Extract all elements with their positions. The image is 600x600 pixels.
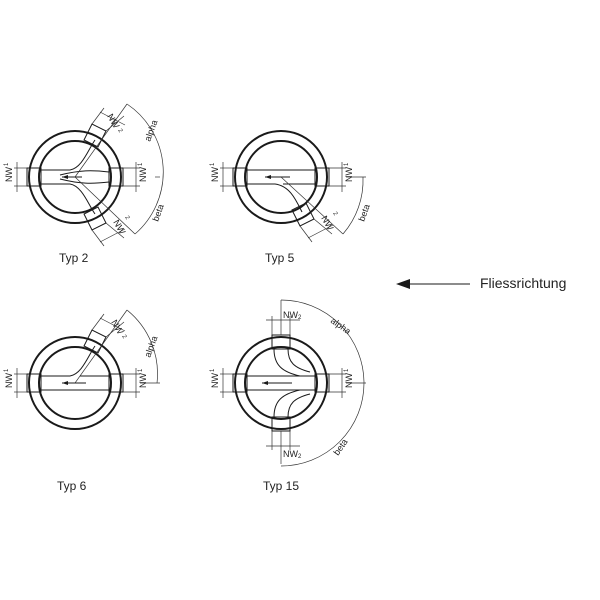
type-label-typ-2: Typ 2 — [59, 251, 89, 265]
nw2-top-label: NW — [283, 310, 298, 320]
nw2-sub: 2 — [331, 211, 338, 217]
nw1-left-sub: 1 — [4, 162, 10, 166]
nw1-left-label: NW — [210, 373, 220, 388]
nw1-left-label: NW — [4, 167, 14, 182]
nw2-label: NW — [319, 214, 335, 232]
arrow-left-icon — [396, 279, 410, 289]
nw2-top-sub: 2 — [298, 315, 302, 321]
alpha-label: alpha — [142, 119, 159, 143]
nw2-label: NW — [109, 318, 125, 336]
type-label-typ-6: Typ 6 — [57, 479, 87, 493]
alpha-label: alpha — [142, 335, 159, 359]
diagram-typ-5: NW 1 NW 1 NW 2 beta Typ 5 — [210, 130, 372, 265]
diagram-typ-6: NW 1 NW 1 NW 2 alpha Typ 6 — [4, 309, 160, 493]
type-label-typ-5: Typ 5 — [265, 251, 295, 265]
nw1-right-label: NW — [344, 167, 354, 182]
flow-direction: Fliessrichtung — [396, 275, 566, 291]
beta-label: beta — [150, 203, 165, 223]
beta-label: beta — [356, 203, 371, 223]
flow-direction-label: Fliessrichtung — [480, 275, 566, 291]
nw1-right-label: NW — [138, 373, 148, 388]
nw2-bottom-sub: 2 — [298, 454, 302, 460]
nw1-right-sub: 1 — [138, 162, 144, 166]
diagram-typ-15: NW 1 NW 1 NW 2 NW 2 alpha beta Typ 15 — [210, 299, 366, 493]
nw1-right-sub: 1 — [344, 368, 350, 372]
nw1-left-label: NW — [210, 167, 220, 182]
nw2-bottom-sub: 2 — [123, 215, 130, 221]
diagram-typ-2: NW 1 NW 1 NW 2 NW 2 alpha beta Typ 2 — [4, 103, 166, 265]
nw2-bottom-label: NW — [111, 218, 127, 236]
nw1-right-sub: 1 — [138, 368, 144, 372]
nw2-bottom-label: NW — [283, 449, 298, 459]
nw1-left-sub: 1 — [4, 368, 10, 372]
nw2-sub: 2 — [120, 334, 127, 340]
nw1-right-label: NW — [344, 373, 354, 388]
nw1-left-sub: 1 — [210, 368, 216, 372]
nw1-right-sub: 1 — [344, 162, 350, 166]
alpha-label: alpha — [329, 315, 353, 336]
nw1-left-sub: 1 — [210, 162, 216, 166]
beta-label: beta — [331, 437, 349, 457]
nw2-top-sub: 2 — [116, 128, 123, 134]
type-label-typ-15: Typ 15 — [263, 479, 299, 493]
nw1-right-label: NW — [138, 167, 148, 182]
nw1-left-label: NW — [4, 373, 14, 388]
